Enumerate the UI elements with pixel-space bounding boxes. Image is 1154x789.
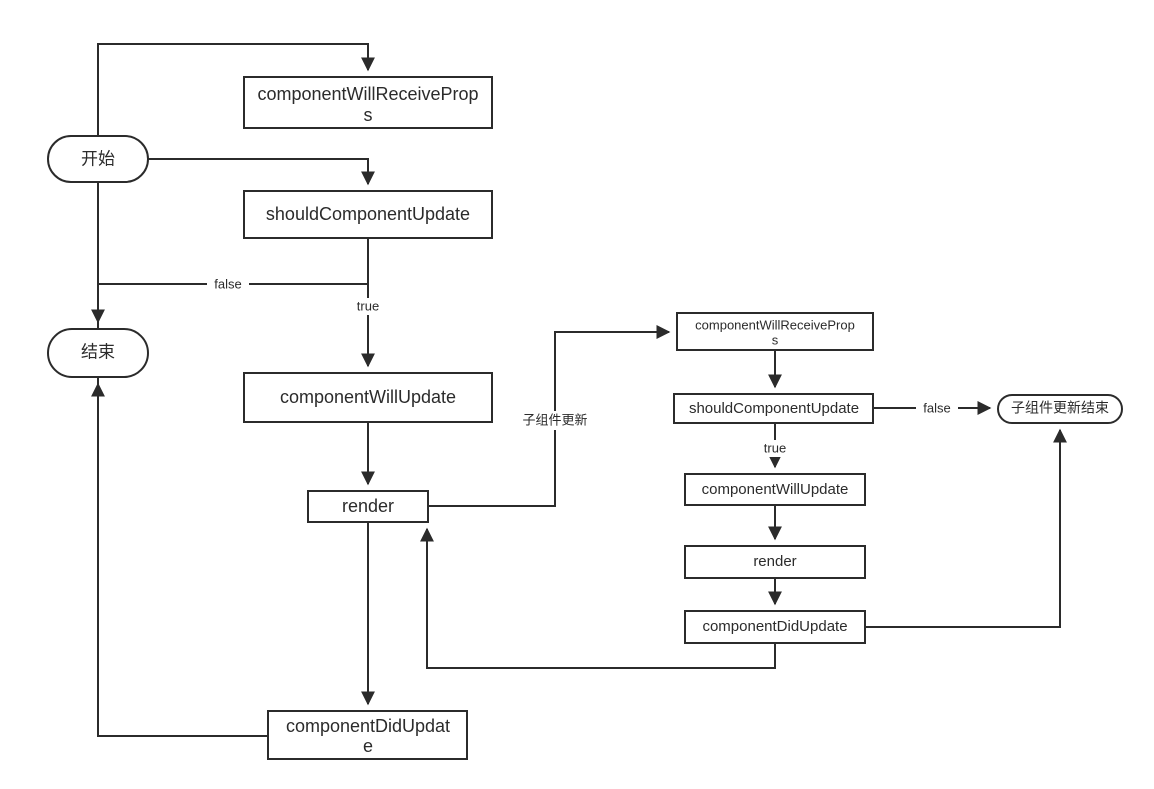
node-child-component-did-update-label: componentDidUpdate bbox=[702, 618, 847, 635]
node-child-should-component-update[interactable]: shouldComponentUpdate bbox=[673, 393, 874, 424]
node-child-component-did-update[interactable]: componentDidUpdate bbox=[684, 610, 866, 644]
edge-label-background-parent-true bbox=[352, 298, 384, 315]
node-parent-component-will-update-label: componentWillUpdate bbox=[280, 387, 456, 407]
edge-label-child-update: 子组件更新 bbox=[522, 412, 587, 427]
edge-label-child-false: false bbox=[923, 400, 950, 415]
node-parent-component-will-update-shape bbox=[243, 372, 493, 423]
edge-label-background-child-update bbox=[518, 411, 592, 430]
node-child-render-label: render bbox=[753, 553, 796, 570]
edge-start-to-should-component-update bbox=[148, 158, 375, 186]
node-parent-component-will-update[interactable]: componentWillUpdate bbox=[243, 372, 493, 423]
edge-label-background-parent-false bbox=[207, 276, 249, 293]
node-parent-component-did-update-shape bbox=[267, 710, 468, 760]
edge-label-background-child-false bbox=[916, 400, 958, 417]
node-child-should-component-update-shape bbox=[673, 393, 874, 424]
node-start-label: 开始 bbox=[81, 149, 115, 168]
edge-child-did-update-back-to-parent-render bbox=[420, 527, 776, 669]
node-child-component-will-update[interactable]: componentWillUpdate bbox=[684, 473, 866, 506]
node-parent-component-will-receive-props[interactable]: componentWillReceiveProp s bbox=[243, 76, 493, 129]
node-parent-render-label: render bbox=[342, 496, 394, 516]
node-child-component-will-update-shape bbox=[684, 473, 866, 506]
node-parent-should-component-update-label: shouldComponentUpdate bbox=[266, 204, 470, 224]
edge-label-background-child-true bbox=[759, 440, 791, 457]
node-end-shape bbox=[47, 328, 149, 378]
node-child-should-component-update-label: shouldComponentUpdate bbox=[689, 400, 859, 417]
node-parent-should-component-update-shape bbox=[243, 190, 493, 239]
node-parent-component-did-update-label-line1: componentDidUpdat bbox=[286, 716, 450, 736]
node-end-label: 结束 bbox=[81, 342, 115, 361]
node-parent-render[interactable]: render bbox=[307, 490, 429, 523]
node-child-end-shape bbox=[997, 394, 1123, 424]
node-start[interactable]: 开始 bbox=[47, 135, 149, 183]
node-child-render[interactable]: render bbox=[684, 545, 866, 579]
edge-label-parent-false: false bbox=[214, 276, 241, 291]
node-parent-component-will-receive-props-shape bbox=[243, 76, 493, 129]
node-child-end[interactable]: 子组件更新结束 bbox=[997, 394, 1123, 424]
node-child-component-did-update-shape bbox=[684, 610, 866, 644]
node-child-render-shape bbox=[684, 545, 866, 579]
edge-label-child-true: true bbox=[764, 440, 786, 455]
node-parent-component-did-update[interactable]: componentDidUpdat e bbox=[267, 710, 468, 760]
node-end[interactable]: 结束 bbox=[47, 328, 149, 378]
node-parent-render-shape bbox=[307, 490, 429, 523]
node-parent-component-will-receive-props-label-line1: componentWillReceiveProp bbox=[257, 84, 478, 104]
node-child-component-will-receive-props-shape bbox=[676, 312, 874, 351]
edge-parent-did-update-to-end bbox=[91, 382, 268, 737]
node-parent-should-component-update[interactable]: shouldComponentUpdate bbox=[243, 190, 493, 239]
node-child-component-will-update-label: componentWillUpdate bbox=[702, 481, 849, 498]
edge-child-did-update-to-child-end bbox=[865, 428, 1067, 628]
node-child-component-will-receive-props[interactable]: componentWillReceiveProp s bbox=[676, 312, 874, 351]
node-child-component-will-receive-props-label-line2: s bbox=[772, 332, 779, 347]
node-parent-component-will-receive-props-label-line2: s bbox=[364, 105, 373, 125]
node-start-shape bbox=[47, 135, 149, 183]
edge-label-parent-true: true bbox=[357, 298, 379, 313]
node-child-end-label: 子组件更新结束 bbox=[1011, 400, 1109, 416]
node-parent-component-did-update-label-line2: e bbox=[363, 736, 373, 756]
node-child-component-will-receive-props-label-line1: componentWillReceiveProp bbox=[695, 317, 855, 332]
